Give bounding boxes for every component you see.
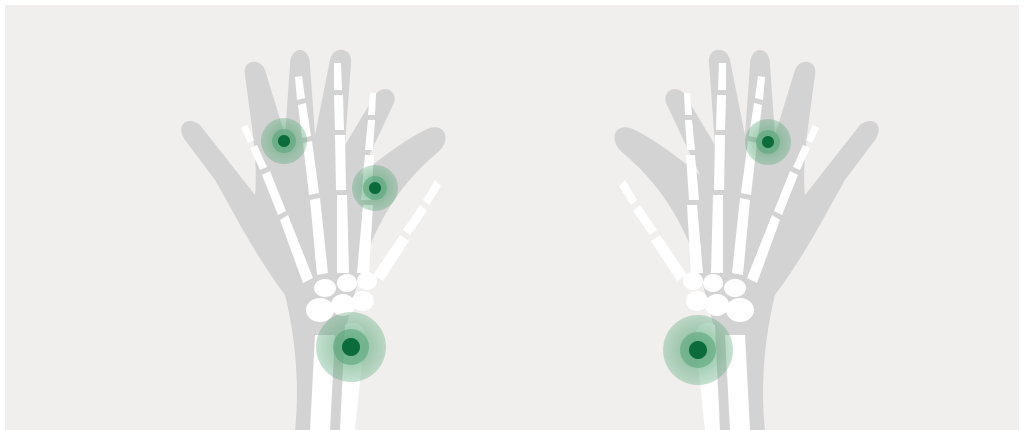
left-hand <box>181 50 445 430</box>
hands-illustration <box>5 5 1019 430</box>
diagram-canvas <box>5 5 1019 430</box>
joint-marker-left-ring <box>261 118 307 164</box>
joint-marker-left-wrist <box>316 312 386 382</box>
joint-marker-right-ring <box>745 119 791 165</box>
joint-marker-left-middle <box>352 165 398 211</box>
joint-marker-right-wrist <box>663 315 733 385</box>
right-hand <box>614 50 878 430</box>
